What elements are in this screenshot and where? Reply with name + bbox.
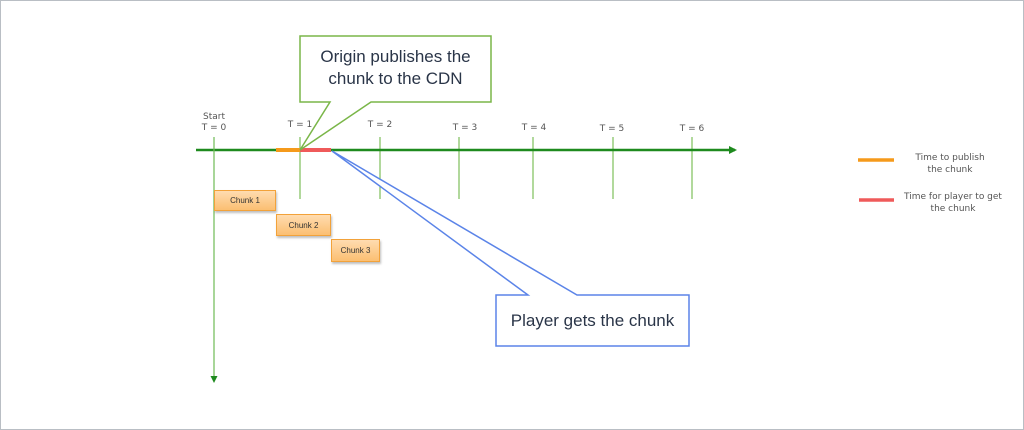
chunk-1: Chunk 1: [214, 190, 276, 211]
origin-callout-shape: [299, 35, 492, 151]
legend-fetch-line-2: the chunk: [930, 204, 976, 214]
legend-item-publish: Time to publish the chunk: [900, 152, 1000, 176]
tick-label-t3: T = 3: [452, 123, 478, 133]
tick-label-t0: T = 0: [201, 123, 227, 133]
chunk-2-label: Chunk 2: [288, 220, 319, 230]
origin-callout-text: Origin publishes the chunk to the CDN: [300, 46, 491, 90]
tick-label-t5: T = 5: [599, 124, 625, 134]
tick-lines: [299, 137, 693, 199]
start-label: Start: [203, 112, 225, 122]
tick-label-t2: T = 2: [367, 120, 393, 130]
legend-item-fetch: Time for player to get the chunk: [898, 191, 1008, 215]
chunk-1-label: Chunk 1: [230, 196, 260, 205]
origin-callout-line-1: Origin publishes the: [320, 47, 471, 66]
chunk-3-label: Chunk 3: [340, 246, 371, 255]
origin-callout-line-2: chunk to the CDN: [328, 69, 463, 88]
tick-label-t1: T = 1: [287, 120, 313, 130]
legend-publish-line-2: the chunk: [927, 165, 973, 175]
tick-label-t6: T = 6: [679, 124, 705, 134]
legend-publish-line-1: Time to publish: [915, 153, 985, 163]
vertical-axis-arrowhead: [210, 376, 218, 383]
player-callout-shape: [331, 150, 690, 347]
legend-fetch-line-1: Time for player to get: [904, 192, 1002, 202]
chunk-3: Chunk 3: [331, 239, 380, 262]
player-callout-text: Player gets the chunk: [510, 311, 675, 330]
tick-label-t4: T = 4: [521, 123, 547, 133]
chunk-2: Chunk 2: [276, 214, 331, 236]
